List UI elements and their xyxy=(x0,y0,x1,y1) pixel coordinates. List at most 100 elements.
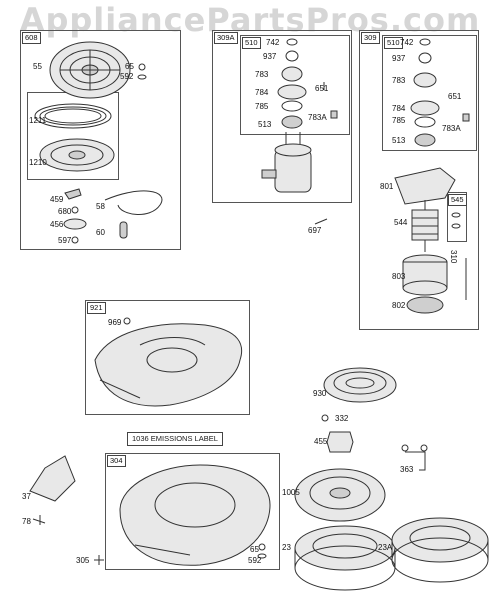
baffle-37-drawing xyxy=(29,455,76,502)
screw-65-drawing xyxy=(138,63,146,71)
retainer-742a-drawing xyxy=(286,38,298,46)
part-label-742-a: 742 xyxy=(266,38,280,47)
clutch-784a-drawing xyxy=(277,84,307,100)
part-label-456: 456 xyxy=(50,220,64,229)
group-box-309 xyxy=(359,30,479,330)
part-label-459: 459 xyxy=(50,195,64,204)
pinion-783b-drawing xyxy=(413,72,437,88)
spacer-785b-drawing xyxy=(414,116,436,128)
part-label-65: 65 xyxy=(125,62,134,71)
group-tag-921: 921 xyxy=(87,302,106,314)
part-label-310: 310 xyxy=(449,250,458,264)
part-label-783-a: 783 xyxy=(255,70,269,79)
part-label-802: 802 xyxy=(392,301,406,310)
part-label-363: 363 xyxy=(400,465,414,474)
part-label-697: 697 xyxy=(308,226,322,235)
part-label-592-b: 592 xyxy=(248,556,262,565)
cup-455-drawing xyxy=(326,431,354,453)
group-box-510b xyxy=(382,35,477,151)
end-cap-802-drawing xyxy=(406,296,444,314)
part-label-937-a: 937 xyxy=(263,52,277,61)
part-label-783A-a: 783A xyxy=(308,113,327,122)
handle-60-drawing xyxy=(119,221,128,239)
part-label-58: 58 xyxy=(96,202,105,211)
pinion-783a-drawing xyxy=(281,66,303,82)
part-label-23A: 23A xyxy=(378,543,393,552)
armature-544-drawing xyxy=(411,200,439,252)
rewind-spring-drawing xyxy=(34,103,112,129)
bolt-697-drawing xyxy=(314,218,328,225)
starter-motor-drawing xyxy=(261,132,312,193)
screw-969-drawing xyxy=(123,317,131,325)
washer-592-drawing xyxy=(137,74,147,80)
bracket-363-drawing xyxy=(401,444,428,471)
blower-housing-921-drawing xyxy=(94,323,243,407)
screw-305-drawing xyxy=(94,555,104,565)
washer-592b-drawing xyxy=(257,553,267,559)
flywheel-23-drawing xyxy=(294,525,396,591)
part-label-969: 969 xyxy=(108,318,122,327)
part-label-651-b: 651 xyxy=(448,92,462,101)
group-box-309a xyxy=(212,30,352,203)
part-label-783-b: 783 xyxy=(392,76,406,85)
retainer-456-drawing xyxy=(63,218,87,230)
part-label-455: 455 xyxy=(314,437,328,446)
group-tag-608: 608 xyxy=(22,32,41,44)
pawl-459-drawing xyxy=(64,188,82,200)
blower-housing-304-drawing xyxy=(119,464,271,566)
cap-783Aa-drawing xyxy=(330,110,338,119)
group-box-510a xyxy=(240,35,350,135)
part-label-930: 930 xyxy=(313,389,327,398)
screw-65b-drawing xyxy=(258,543,266,551)
group-tag-309a: 309A xyxy=(214,32,238,44)
group-tag-545: 545 xyxy=(448,194,467,206)
part-label-65-b: 65 xyxy=(250,545,259,554)
part-label-513-b: 513 xyxy=(392,136,406,145)
group-tag-309: 309 xyxy=(361,32,380,44)
part-label-60: 60 xyxy=(96,228,105,237)
gear-513b-drawing xyxy=(414,133,436,147)
part-label-803: 803 xyxy=(392,272,406,281)
clutch-784b-drawing xyxy=(410,100,440,116)
gear-513a-drawing xyxy=(281,115,303,129)
part-label-305: 305 xyxy=(76,556,90,565)
part-label-592: 592 xyxy=(120,72,134,81)
part-label-23: 23 xyxy=(282,543,291,552)
part-label-801: 801 xyxy=(380,182,394,191)
flywheel-23A-drawing xyxy=(391,517,489,583)
group-box-304 xyxy=(105,453,280,570)
part-label-784-a: 784 xyxy=(255,88,269,97)
part-label-332: 332 xyxy=(335,414,349,423)
part-label-597: 597 xyxy=(58,236,72,245)
starter-rope-drawing xyxy=(104,190,163,215)
part-label-784-b: 784 xyxy=(392,104,406,113)
watermark: AppliancePartsPros.com xyxy=(19,1,481,39)
part-label-1005: 1005 xyxy=(282,488,300,497)
part-label-651-a: 651 xyxy=(315,84,329,93)
rewind-housing-drawing xyxy=(49,41,131,99)
nut-332-drawing xyxy=(321,414,329,422)
part-label-785-a: 785 xyxy=(255,102,269,111)
part-label-937-b: 937 xyxy=(392,54,406,63)
spring-937a-drawing xyxy=(285,50,299,62)
spring-937b-drawing xyxy=(418,52,432,64)
part-label-680: 680 xyxy=(58,207,72,216)
housing-803-drawing xyxy=(402,254,448,296)
emissions-label: 1036 EMISSIONS LABEL xyxy=(127,432,223,446)
part-label-513-a: 513 xyxy=(258,120,272,129)
part-label-785-b: 785 xyxy=(392,116,406,125)
group-box-608 xyxy=(20,30,181,250)
end-cap-801-drawing xyxy=(394,167,456,205)
screw-597-drawing xyxy=(71,236,79,244)
group-tag-510b: 510 xyxy=(384,37,403,49)
part-label-1210: 1210 xyxy=(29,158,47,167)
part-label-55: 55 xyxy=(33,62,42,71)
cap-783Ab-drawing xyxy=(462,113,470,122)
screw-78-drawing xyxy=(32,515,46,525)
group-tag-510a: 510 xyxy=(242,37,261,49)
screen-930-drawing xyxy=(323,367,397,403)
group-tag-304: 304 xyxy=(107,455,126,467)
part-label-742-b: 742 xyxy=(400,38,414,47)
flywheel-1005-drawing xyxy=(294,468,386,522)
